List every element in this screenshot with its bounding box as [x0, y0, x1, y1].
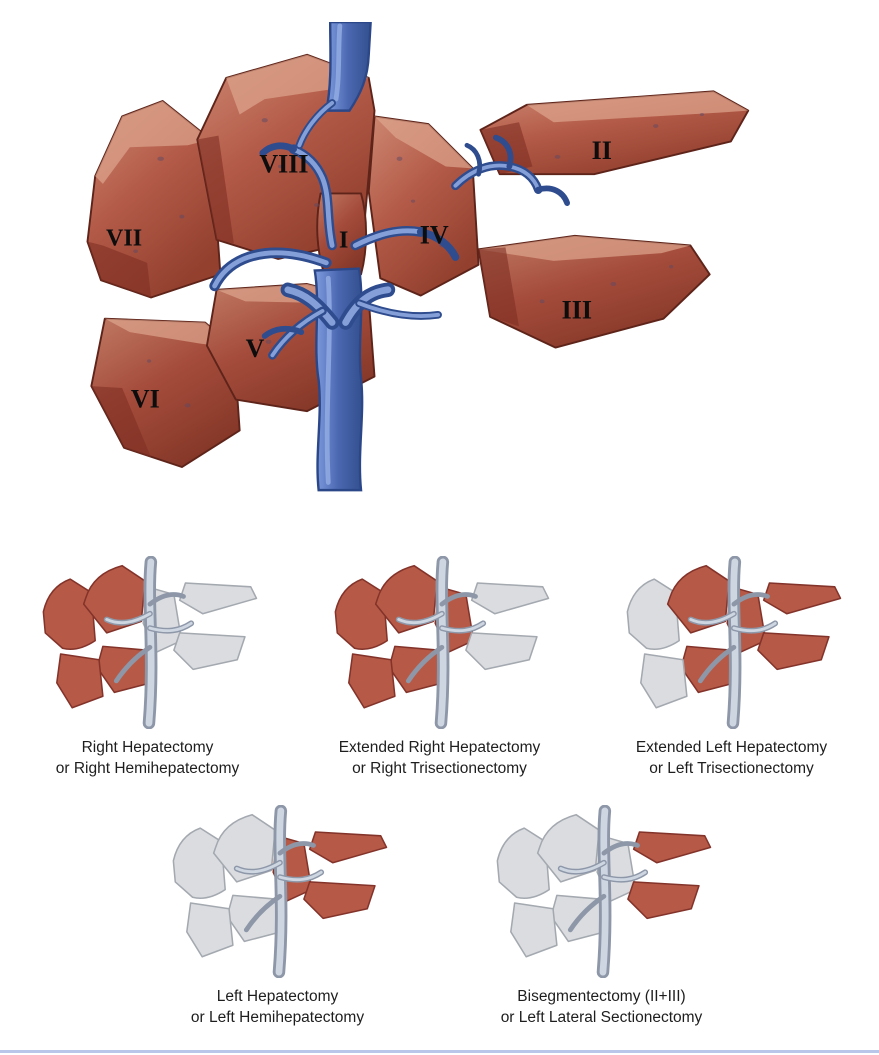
mini-segment-s8	[374, 564, 438, 634]
label-segment-II: II	[591, 136, 611, 165]
mini-segment-s7	[334, 578, 388, 650]
procedure-row-top: Right Hepatectomy or Right Hemihepatectom…	[0, 556, 879, 779]
label-segment-VII: VII	[106, 225, 142, 251]
mini-segment-s7	[626, 578, 680, 650]
label-segment-V: V	[245, 334, 264, 363]
procedure-caption: Extended Left Hepatectomy or Left Trisect…	[636, 737, 827, 779]
mini-segment-s3	[302, 881, 376, 920]
mini-segment-s6	[639, 653, 688, 709]
procedure-name-line2: or Right Trisectionectomy	[352, 760, 527, 778]
procedure-name-line2: or Left Hemihepatectomy	[190, 1009, 365, 1027]
segment-III	[477, 234, 711, 349]
mini-liver-illustration	[42, 556, 257, 729]
liver-segments-illustration: VII VIII I IV II III V VI	[86, 22, 749, 492]
mini-segment-s6	[347, 653, 396, 709]
procedure-name-line1: Extended Right Hepatectomy	[338, 739, 541, 756]
segment-VI	[89, 317, 241, 468]
procedure-rows: Right Hepatectomy or Right Hemihepatectom…	[0, 556, 879, 1028]
procedure-caption: Extended Right Hepatectomy or Right Trise…	[339, 737, 541, 779]
segment-VII	[86, 100, 221, 299]
segment-labels: VII VIII I IV II III V VI	[106, 136, 612, 413]
inferior-vena-cava	[324, 22, 372, 112]
procedure-name-line1: Right Hepatectomy	[81, 739, 214, 756]
mini-segment-s2	[470, 582, 549, 615]
mini-segment-s7	[496, 827, 550, 900]
mini-segment-s3	[172, 632, 246, 671]
procedure-caption: Left Hepatectomy or Left Hemihepatectomy	[191, 986, 364, 1028]
procedure-name-line1: Bisegmentectomy (II+III)	[517, 988, 686, 1006]
mini-segment-s7	[172, 827, 226, 900]
mini-liver-illustration	[626, 556, 841, 729]
bottom-rule	[0, 1050, 879, 1053]
mini-segment-s6	[509, 902, 558, 958]
mini-vessels	[233, 805, 324, 979]
label-segment-VI: VI	[130, 384, 159, 413]
portal-vein	[280, 267, 395, 492]
mini-vessels	[687, 556, 778, 729]
mini-segment-s8	[82, 564, 146, 634]
label-segment-VIII: VIII	[259, 149, 308, 178]
procedure-caption: Right Hepatectomy or Right Hemihepatectom…	[56, 737, 240, 779]
procedure-figure: Extended Left Hepatectomy or Left Trisect…	[599, 556, 865, 779]
mini-vessels	[103, 556, 194, 729]
mini-segment-s8	[536, 814, 600, 883]
label-segment-III: III	[561, 296, 591, 325]
mini-segment-s6	[55, 653, 104, 709]
mini-liver-illustration	[496, 805, 711, 979]
procedure-name-line2: or Left Trisectionectomy	[649, 760, 814, 778]
procedure-name-line2: or Left Lateral Sectionectomy	[500, 1009, 703, 1027]
label-segment-I: I	[338, 227, 347, 253]
mini-segment-s2	[632, 831, 711, 864]
mini-segment-s3	[626, 881, 700, 920]
mini-segment-s2	[178, 582, 257, 615]
mini-vessels	[395, 556, 486, 729]
procedure-name-line1: Extended Left Hepatectomy	[635, 739, 828, 756]
mini-vessels	[557, 805, 648, 979]
procedure-name-line2: or Right Hemihepatectomy	[55, 760, 240, 778]
procedure-figure: Right Hepatectomy or Right Hemihepatectom…	[15, 556, 281, 779]
mini-liver-illustration	[172, 805, 387, 979]
mini-segment-s2	[308, 831, 387, 864]
mini-segment-s2	[762, 582, 841, 615]
procedure-figure: Extended Right Hepatectomy or Right Trise…	[307, 556, 573, 779]
mini-segment-s8	[666, 564, 730, 634]
procedure-figure: Left Hepatectomy or Left Hemihepatectomy	[145, 805, 411, 1028]
mini-segment-s8	[212, 814, 276, 883]
procedure-caption: Bisegmentectomy (II+III) or Left Lateral …	[501, 986, 703, 1028]
segment-II	[478, 90, 749, 176]
mini-segment-s6	[185, 902, 234, 958]
mini-segment-s7	[42, 578, 96, 650]
label-segment-IV: IV	[419, 221, 448, 250]
procedure-name-line1: Left Hepatectomy	[216, 988, 339, 1006]
mini-segment-s3	[464, 632, 538, 671]
mini-segment-s3	[756, 632, 830, 671]
hepatic-vessel-branches	[208, 99, 570, 360]
procedure-figure: Bisegmentectomy (II+III) or Left Lateral …	[469, 805, 735, 1028]
mini-liver-illustration	[334, 556, 549, 729]
segment-IV	[367, 115, 479, 297]
